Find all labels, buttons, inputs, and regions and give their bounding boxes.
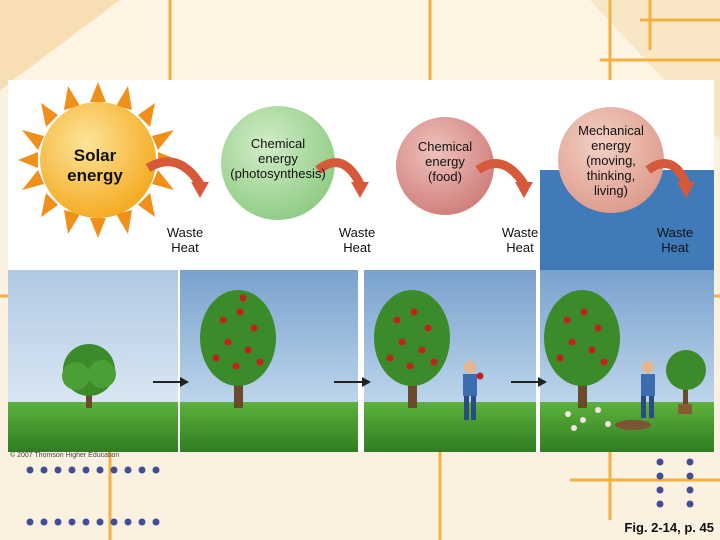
person-eating-apple: [463, 361, 484, 420]
waste-heat-2-line1: Waste: [338, 225, 376, 240]
apple-tree-2: [374, 290, 450, 408]
person-planting: [615, 361, 655, 430]
stage3-line4: thinking,: [586, 167, 636, 183]
apple-tree-3: [544, 290, 620, 431]
energy-flow-arrowheads: [191, 182, 695, 198]
waste-heat-label-3: Waste Heat: [495, 225, 545, 256]
stage3-line5: living): [594, 182, 628, 198]
chemical-photosynthesis-label: Chemical energy (photosynthesis): [220, 136, 336, 182]
waste-heat-3-line2: Heat: [506, 239, 534, 255]
stage3-line3: (moving,: [586, 152, 636, 168]
stage3-line2: energy: [591, 137, 631, 153]
waste-heat-label-1: Waste Heat: [160, 225, 210, 256]
stage1-line3: (photosynthesis): [230, 165, 326, 181]
waste-heat-3-line1: Waste: [501, 225, 539, 240]
waste-heat-1-line2: Heat: [171, 239, 199, 255]
waste-heat-label-4: Waste Heat: [650, 225, 700, 256]
tree-sapling: [666, 350, 706, 414]
waste-heat-label-2: Waste Heat: [332, 225, 382, 256]
figure-reference: Fig. 2-14, p. 45: [624, 520, 714, 535]
stage3-line1: Mechanical: [578, 123, 644, 138]
waste-heat-4-line1: Waste: [656, 225, 694, 240]
mechanical-energy-label: Mechanical energy (moving, thinking, liv…: [561, 123, 661, 199]
waste-heat-4-line2: Heat: [661, 239, 689, 255]
stage1-line1: Chemical: [250, 136, 306, 151]
scene-arrows: [153, 377, 547, 387]
chemical-food-label: Chemical energy (food): [403, 139, 487, 185]
mechanical-energy-circle: [558, 107, 664, 213]
stage2-line3: (food): [428, 168, 462, 184]
waste-heat-2-line2: Heat: [343, 239, 371, 255]
sun-icon: [18, 82, 178, 238]
stage2-line2: energy: [425, 153, 465, 169]
solar-energy-label: Solar energy: [67, 146, 123, 185]
tree-young: [62, 344, 116, 408]
chemical-food-circle: [396, 117, 494, 215]
energy-flow-artwork: [8, 82, 714, 452]
stage1-line2: energy: [258, 150, 298, 166]
copyright-credit: © 2007 Thomson Higher Education: [10, 452, 120, 459]
chemical-photosynthesis-circle: [221, 106, 335, 220]
stage2-line1: Chemical: [417, 139, 473, 154]
waste-heat-1-line1: Waste: [166, 225, 204, 240]
energy-flow-figure: Solar energy Chemical energy (photosynth…: [8, 80, 714, 452]
energy-flow-arrows: [145, 157, 691, 187]
apple-tree-1: [200, 290, 276, 408]
